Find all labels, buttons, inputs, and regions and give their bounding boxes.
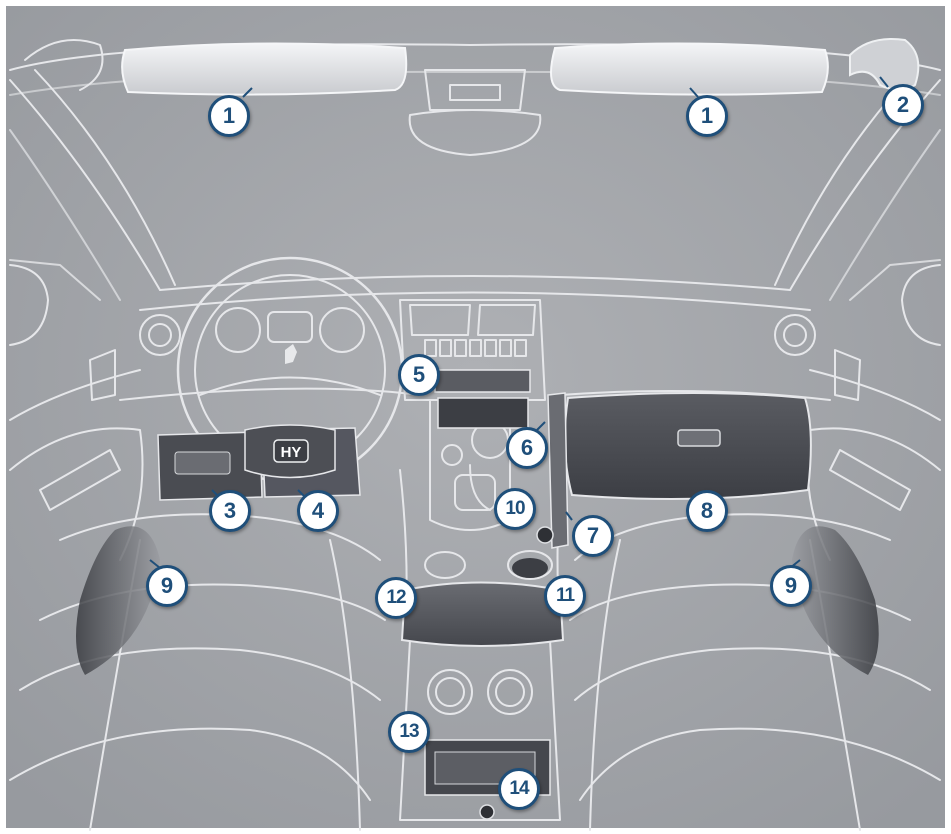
callout-3-label: 3 <box>223 498 237 523</box>
callout-11: 11 <box>544 575 586 617</box>
steering-badge <box>273 439 309 463</box>
centre-armrest <box>400 581 565 647</box>
callout-14-label: 14 <box>509 778 529 799</box>
callout-13: 13 <box>388 711 430 753</box>
callout-9-right-label: 9 <box>784 573 798 598</box>
callout-2: 2 <box>882 84 924 126</box>
callout-7: 7 <box>572 515 614 557</box>
upper-storage-slot <box>434 369 531 393</box>
callout-4-label: 4 <box>311 498 325 523</box>
callout-1-right: 1 <box>686 95 728 137</box>
callout-1-left: 1 <box>208 95 250 137</box>
left-sun-visor <box>121 42 408 96</box>
rear-socket <box>479 804 495 820</box>
left-door-pocket <box>76 526 160 675</box>
callout-1-right-label: 1 <box>700 103 714 128</box>
centre-storage-tray <box>437 397 529 429</box>
right-sun-visor <box>550 42 829 96</box>
callout-10: 10 <box>494 488 536 530</box>
accessory-socket <box>536 526 554 544</box>
callout-9-left: 9 <box>146 565 188 607</box>
steering-badge-text: HY <box>281 444 302 461</box>
callout-3: 3 <box>209 490 251 532</box>
callout-5-label: 5 <box>412 362 426 387</box>
callout-1-left-label: 1 <box>222 103 236 128</box>
storage-compartment <box>174 451 231 475</box>
front-cupholder <box>512 558 548 578</box>
callout-12-label: 12 <box>386 587 406 608</box>
callout-6: 6 <box>506 427 548 469</box>
glovebox-handle <box>677 429 721 447</box>
callout-6-label: 6 <box>520 435 534 460</box>
roof-grab-handle <box>849 38 920 91</box>
console-side-panel <box>547 392 569 549</box>
callout-7-label: 7 <box>586 523 600 548</box>
callout-9-left-label: 9 <box>160 573 174 598</box>
callout-11-label: 11 <box>555 585 575 606</box>
callout-12: 12 <box>375 577 417 619</box>
callout-4: 4 <box>297 490 339 532</box>
callout-9-right: 9 <box>770 565 812 607</box>
callout-2-label: 2 <box>896 92 910 117</box>
callout-8-label: 8 <box>700 498 714 523</box>
callout-5: 5 <box>398 354 440 396</box>
callout-14: 14 <box>498 768 540 810</box>
right-door-pocket <box>792 526 879 675</box>
lion-emblem <box>285 344 297 364</box>
callout-8: 8 <box>686 490 728 532</box>
callout-13-label: 13 <box>399 721 419 742</box>
callout-10-label: 10 <box>505 498 525 519</box>
